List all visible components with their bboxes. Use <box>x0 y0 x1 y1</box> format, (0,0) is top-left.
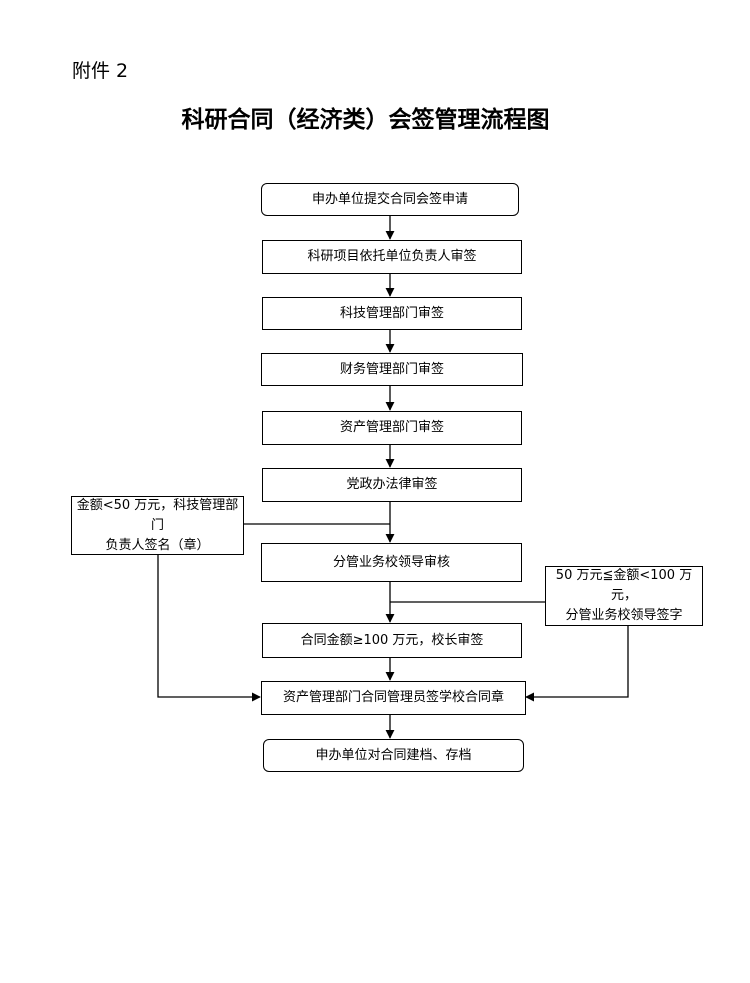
step-archive: 申办单位对合同建档、存档 <box>263 739 524 772</box>
left-note-arrow <box>157 555 261 702</box>
step-president-approval: 合同金额≥100 万元，校长审签 <box>262 623 522 658</box>
step-vice-leader-review: 分管业务校领导审核 <box>261 543 522 582</box>
attachment-label: 附件 2 <box>72 60 129 82</box>
right-note-line-1: 50 万元≦金额<100 万元， <box>555 568 693 603</box>
left-note-line-2: 负责人签名（章） <box>105 537 210 553</box>
step-unit-head-review: 科研项目依托单位负责人审签 <box>262 240 522 274</box>
right-note-line-2: 分管业务校领导签字 <box>565 608 683 623</box>
step-submit-application: 申办单位提交合同会签申请 <box>261 183 519 216</box>
step-finance-dept-review: 财务管理部门审签 <box>261 353 523 386</box>
step-contract-seal: 资产管理部门合同管理员签学校合同章 <box>261 681 526 715</box>
right-note-arrow <box>525 626 629 702</box>
page-title: 科研合同（经济类）会签管理流程图 <box>181 106 550 133</box>
left-note-line-1: 金额<50 万元，科技管理部门 <box>76 497 239 533</box>
right-note-medium-amount: 50 万元≦金额<100 万元， 分管业务校领导签字 <box>545 566 703 626</box>
step-legal-review: 党政办法律审签 <box>262 468 522 502</box>
step-science-dept-review: 科技管理部门审签 <box>262 297 522 330</box>
left-note-small-amount: 金额<50 万元，科技管理部门 负责人签名（章） <box>71 496 244 555</box>
step-assets-dept-review: 资产管理部门审签 <box>262 411 522 445</box>
